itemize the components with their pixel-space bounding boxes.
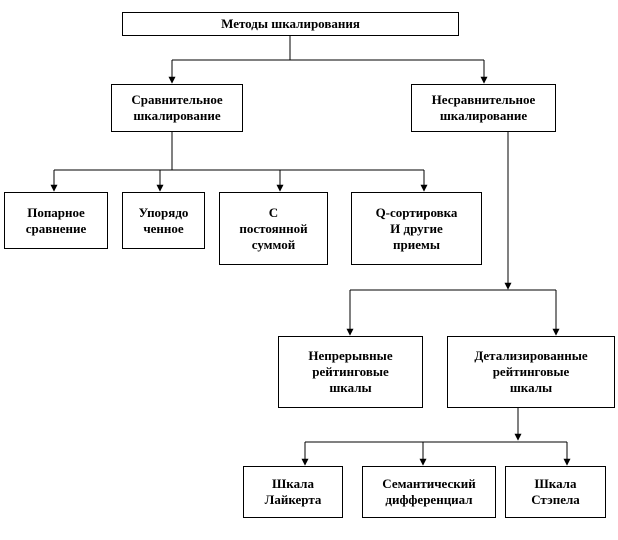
node-continuous-rating-scales: Непрерывные рейтинговые шкалы	[278, 336, 423, 408]
node-label: Шкала Лайкерта	[264, 476, 322, 507]
node-comparative-scaling: Сравнительное шкалирование	[111, 84, 243, 132]
node-label: Сравнительное шкалирование	[131, 92, 223, 123]
node-label: Детализированные рейтинговые шкалы	[474, 348, 588, 395]
node-itemized-rating-scales: Детализированные рейтинговые шкалы	[447, 336, 615, 408]
node-paired-comparison: Попарное сравнение	[4, 192, 108, 249]
node-constant-sum: С постоянной суммой	[219, 192, 328, 265]
node-label: Методы шкалирования	[221, 16, 360, 31]
node-label: Семантический дифференциал	[382, 476, 476, 507]
node-label: С постоянной суммой	[239, 204, 308, 252]
node-stapel-scale: Шкала Стэпела	[505, 466, 606, 518]
node-label: Непрерывные рейтинговые шкалы	[308, 348, 393, 395]
node-semantic-differential: Семантический дифференциал	[362, 466, 496, 518]
node-rank-order: Упорядо ченное	[122, 192, 205, 249]
node-likert-scale: Шкала Лайкерта	[243, 466, 343, 518]
node-label: Q-сортировка И другие приемы	[375, 204, 458, 252]
node-label: Шкала Стэпела	[531, 476, 580, 507]
node-label: Несравнительное шкалирование	[431, 92, 536, 123]
node-scaling-methods: Методы шкалирования	[122, 12, 459, 36]
node-noncomparative-scaling: Несравнительное шкалирование	[411, 84, 556, 132]
node-label: Упорядо ченное	[138, 204, 189, 236]
node-label: Попарное сравнение	[25, 204, 87, 236]
node-q-sort: Q-сортировка И другие приемы	[351, 192, 482, 265]
